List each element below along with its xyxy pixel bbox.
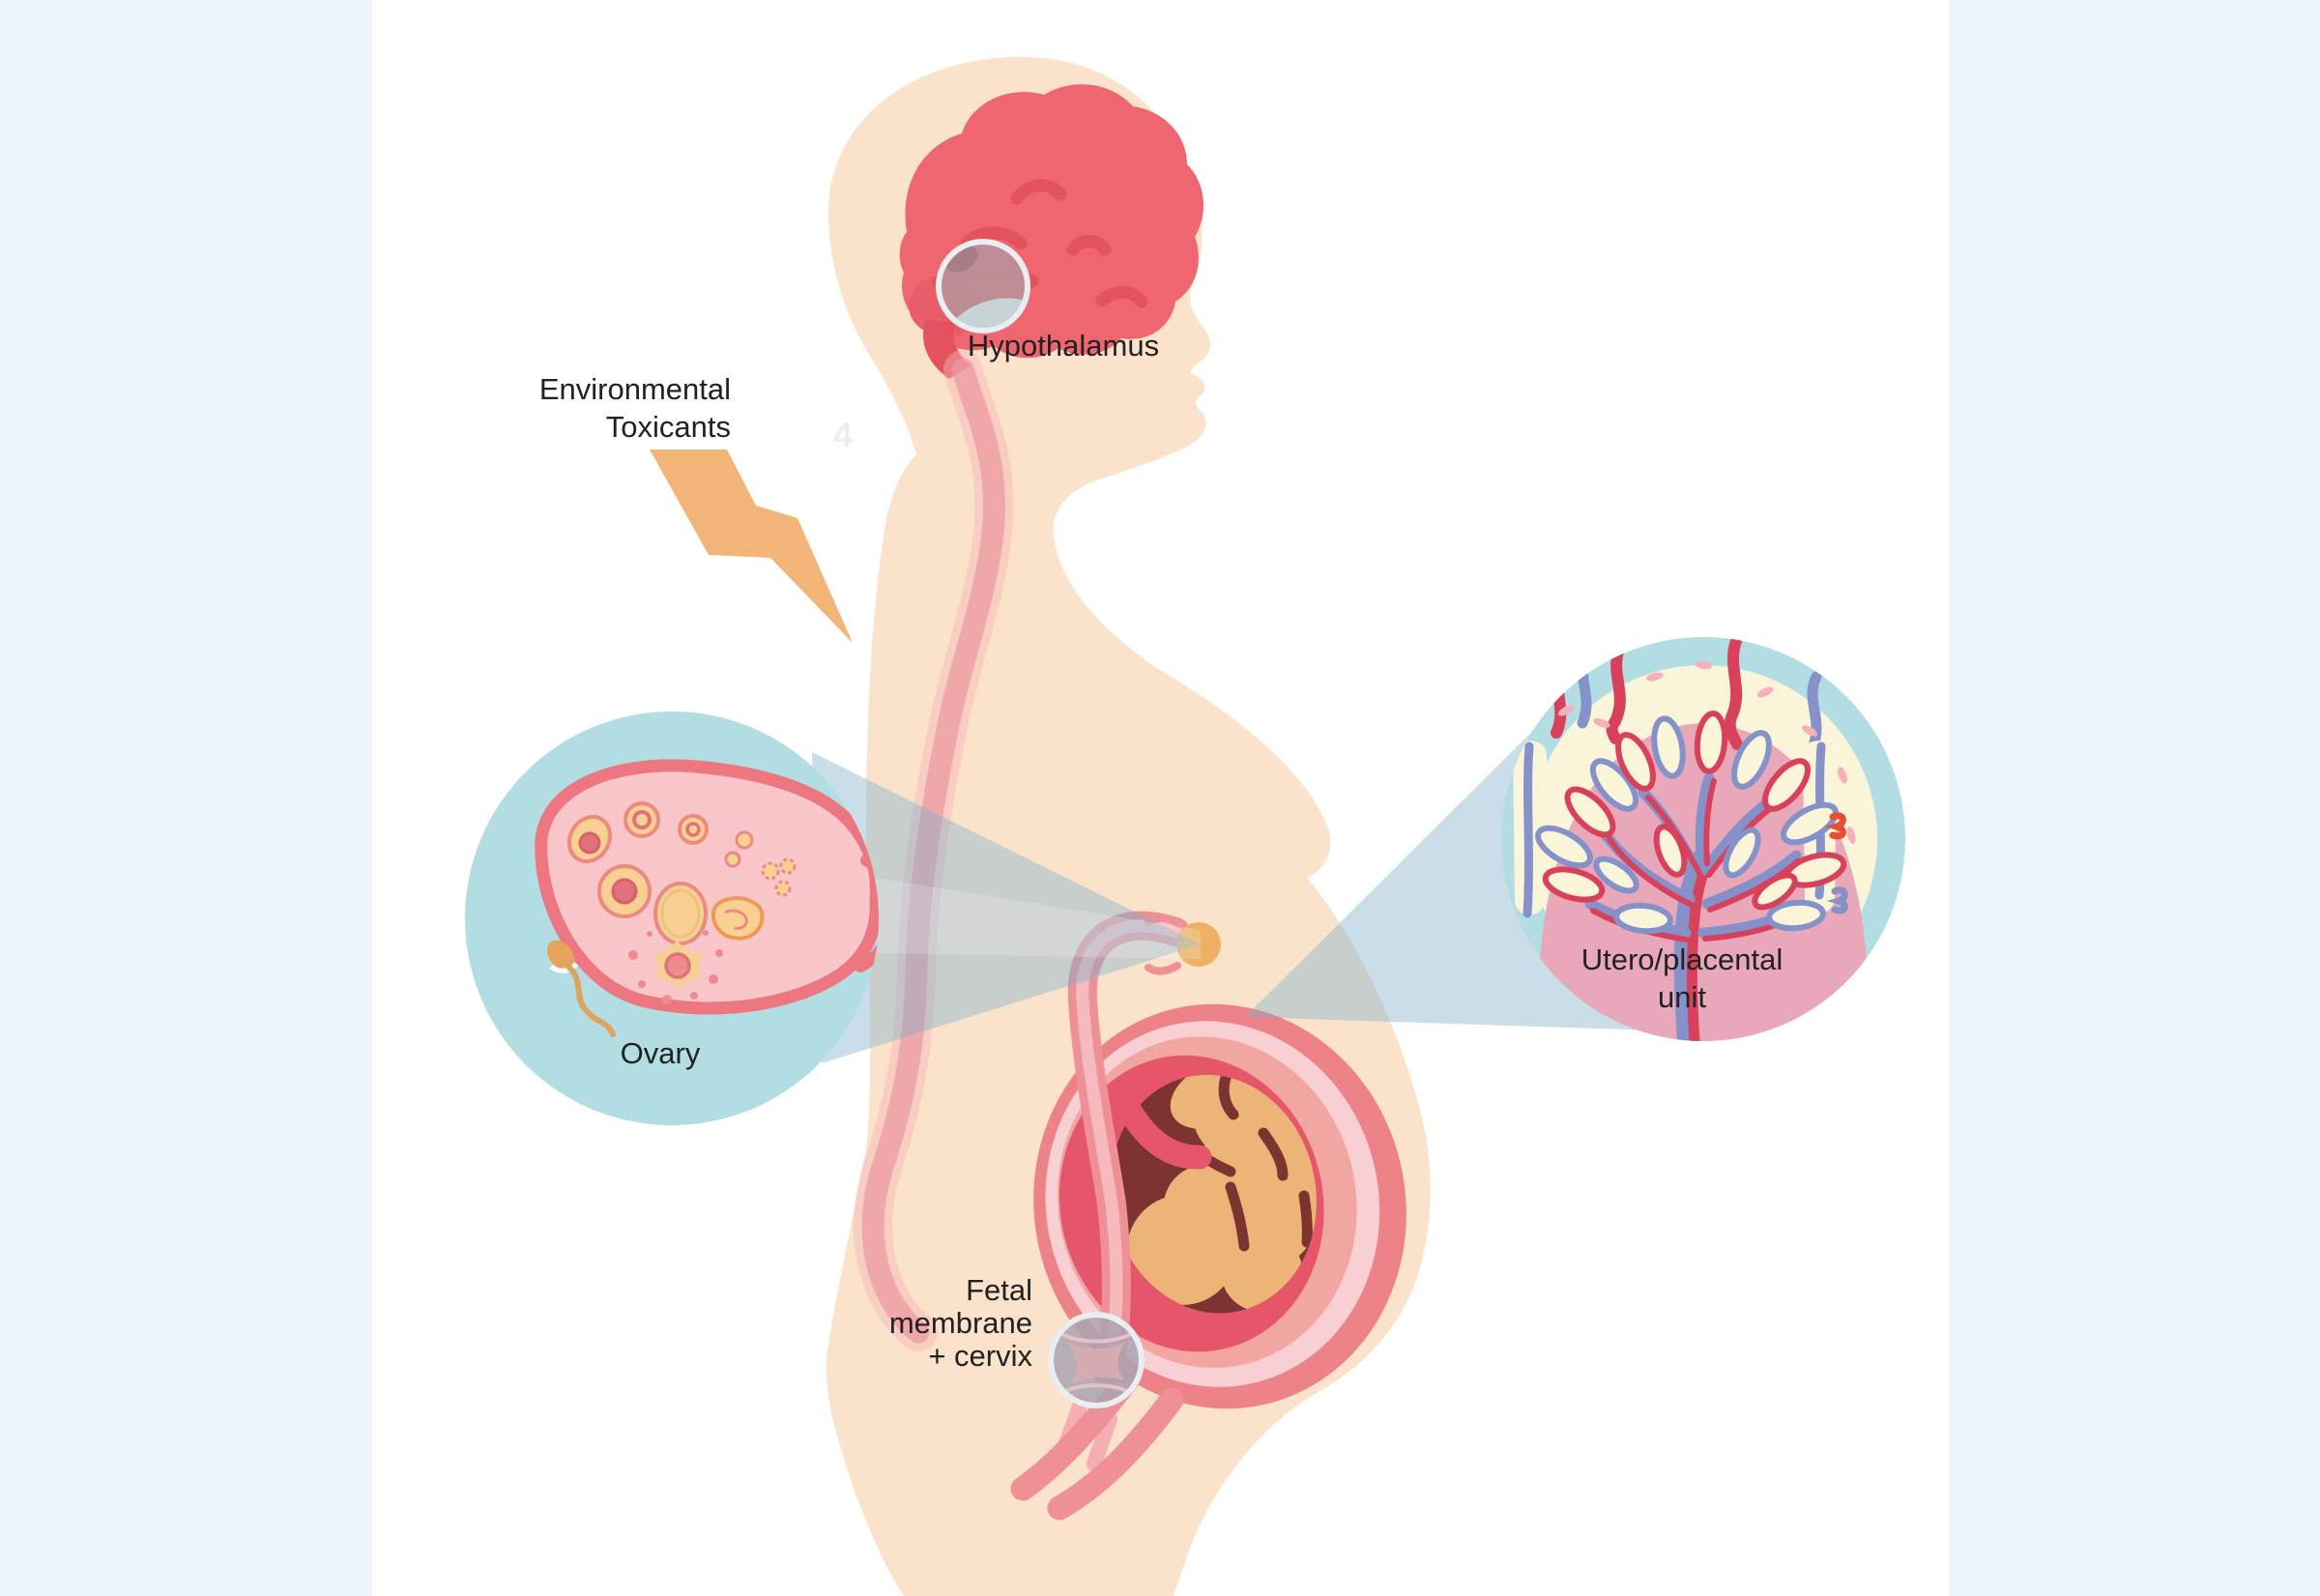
cut-vessels: [1824, 812, 1848, 914]
environmental-label-line2: Toxicants: [606, 410, 731, 444]
uterus-illustration: [1010, 911, 1406, 1521]
environmental-label-line1: Environmental: [539, 372, 731, 406]
fallopian-tube: [1067, 911, 1190, 1387]
fetal-label-line2: membrane: [889, 1306, 1032, 1340]
utero-placental-label-line1: Utero/placental: [1581, 943, 1784, 976]
cervical-canal: [1067, 1342, 1125, 1384]
cervix-magnifier-icon: [1048, 1312, 1145, 1408]
left-margin: [0, 0, 372, 1596]
hypothalamus-label: Hypothalamus: [968, 329, 1159, 363]
hormone-pathway: [854, 350, 1014, 1351]
ovary-funnel-highlight: [875, 878, 1201, 959]
fetal-label-line1: Fetal: [966, 1273, 1032, 1307]
watermark: 4: [833, 415, 853, 454]
placenta-illustration: [1513, 637, 1877, 1041]
ovum-circle: [1145, 914, 1221, 975]
fetus-detail-lines: [1185, 1064, 1313, 1252]
lightning-bolt-icon: [650, 450, 853, 643]
fetal-label-line3: + cervix: [928, 1339, 1032, 1373]
right-margin: [1949, 0, 2320, 1596]
ovulation-burst: [628, 930, 723, 1004]
ovary-beam: [812, 752, 1201, 1063]
villi: [1535, 711, 1847, 935]
follicles: [566, 801, 797, 945]
environmental-toxicants-label: Environmental Toxicants: [539, 372, 731, 444]
fetus-icon: [1107, 1059, 1339, 1312]
ovary-inset: Ovary: [465, 711, 879, 1125]
ovary-label: Ovary: [621, 1036, 701, 1070]
fetal-membrane-label: Fetal membrane + cervix: [889, 1273, 1033, 1373]
placenta-inset: Utero/placental unit: [1501, 637, 1905, 1041]
utero-placental-label-line2: unit: [1658, 980, 1706, 1014]
ovary-illustration: [535, 759, 879, 1037]
corpus-luteum: [710, 896, 765, 941]
sperm-icon: [546, 940, 616, 1037]
